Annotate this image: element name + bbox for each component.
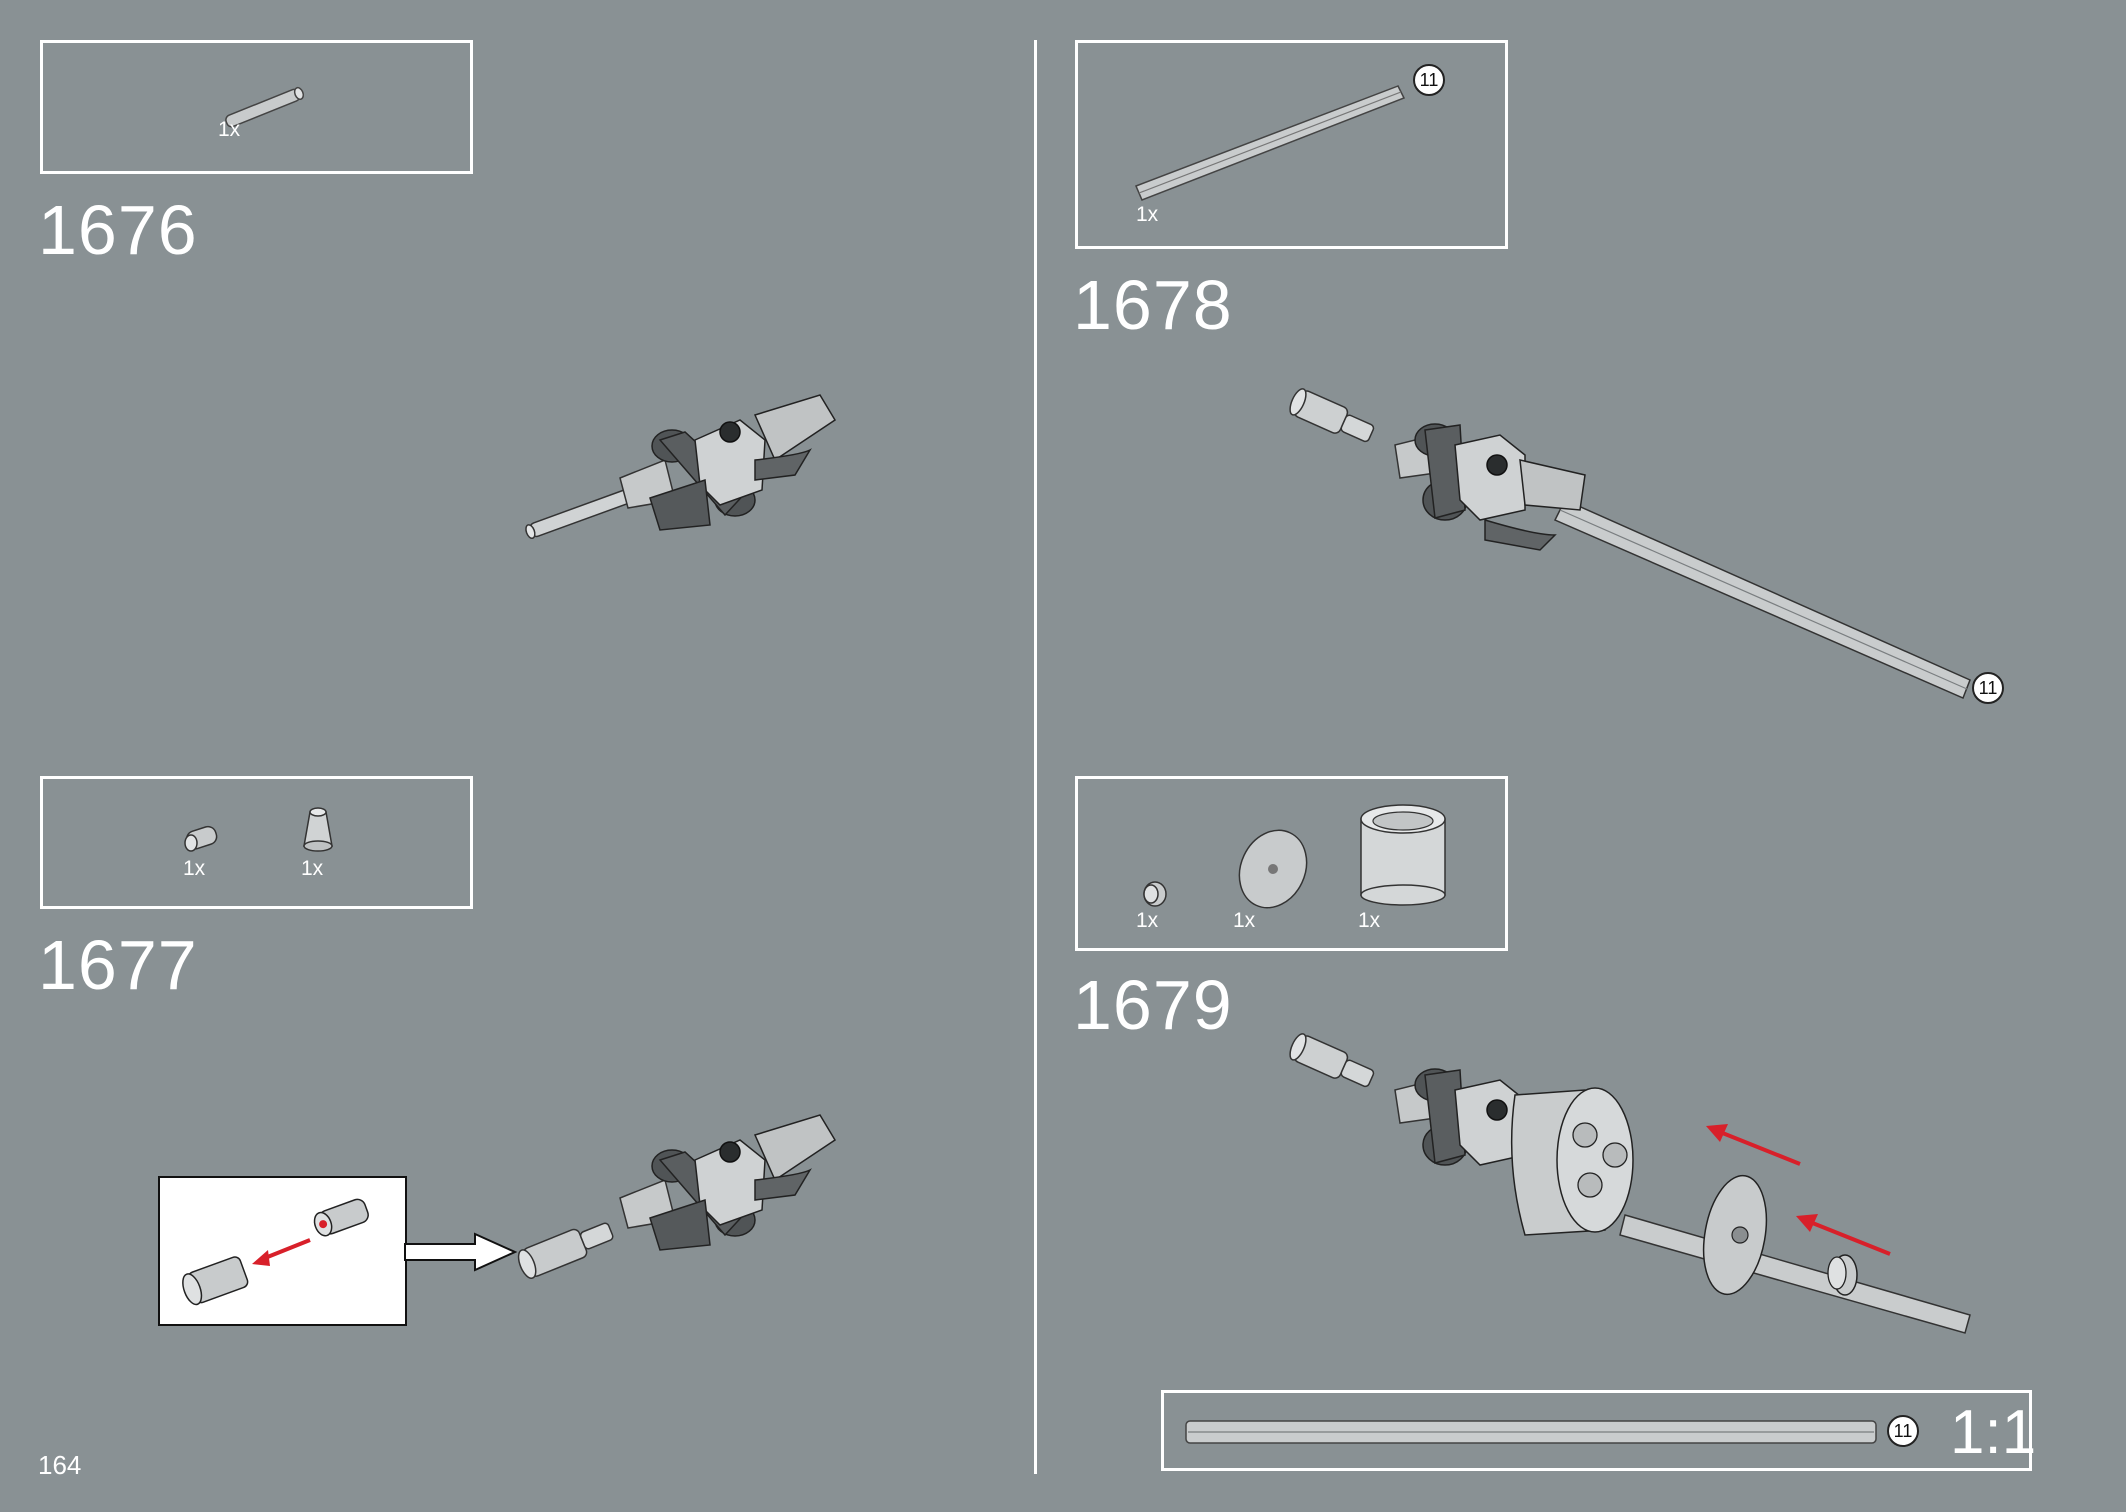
red-arrow — [1796, 1214, 1891, 1256]
callout-1677 — [158, 1176, 407, 1326]
subassembly-icon — [182, 1198, 369, 1306]
qty-label: 1x — [1358, 909, 1381, 932]
parts-box-1676: 1x — [40, 40, 473, 174]
scale-ruler-box: 11 1:1 — [1161, 1390, 2036, 1471]
qty-label: 1x — [218, 118, 241, 141]
qty-label: 1x — [1233, 909, 1256, 932]
ruler-length-badge: 11 — [1887, 1415, 1919, 1447]
scale-label: 1:1 — [1950, 1398, 2037, 1467]
axle-connector-icon — [184, 825, 218, 852]
parts-box-1679: 1x 1x 1x — [1075, 776, 1508, 951]
assembly-1679 — [1289, 1033, 1971, 1334]
step-number-1676: 1676 — [38, 191, 198, 269]
step-number-1679: 1679 — [1073, 966, 1233, 1044]
parts-box-1677: 1x 1x — [40, 776, 473, 909]
assembly-length-badge: 11 — [1972, 672, 2004, 704]
qty-label: 1x — [1136, 909, 1159, 932]
qty-label: 1x — [183, 857, 206, 880]
bush-icon — [1143, 881, 1167, 907]
qty-label: 1x — [301, 857, 324, 880]
axle-11-icon — [1135, 85, 1406, 201]
axle-2-icon — [225, 86, 305, 128]
step-number-1677: 1677 — [38, 926, 198, 1004]
page-number: 164 — [38, 1450, 82, 1480]
cylinder-icon — [1360, 804, 1446, 906]
assembly-1676 — [525, 394, 837, 540]
qty-label: 1x — [1136, 203, 1159, 226]
red-arrow — [1706, 1124, 1801, 1166]
callout-arrow — [404, 1232, 518, 1272]
disc-icon — [1238, 829, 1308, 909]
cone-icon — [303, 807, 333, 852]
parts-box-1678: 11 1x — [1075, 40, 1508, 249]
page-divider — [1034, 40, 1037, 1474]
assembly-1678 — [1289, 388, 1971, 699]
assembly-1677 — [517, 1114, 837, 1279]
length-badge: 11 — [1413, 64, 1445, 96]
ruler-axle-icon — [1185, 1420, 1877, 1444]
step-number-1678: 1678 — [1073, 266, 1233, 344]
